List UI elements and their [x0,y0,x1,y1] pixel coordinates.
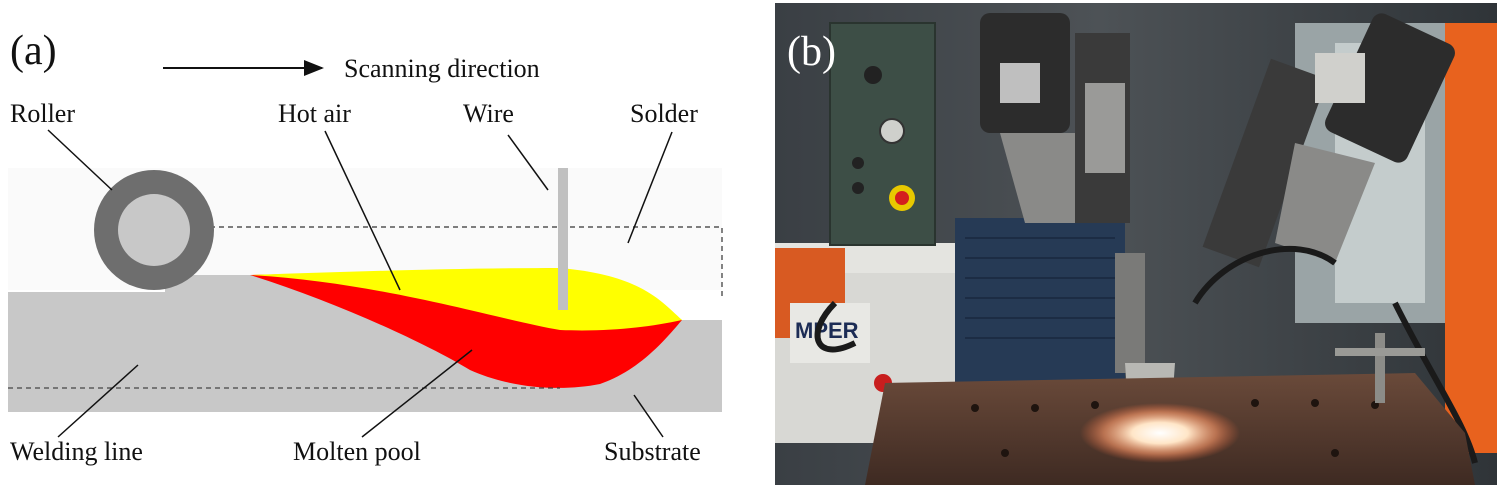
hot-air-shape [250,268,682,331]
control-panel [829,22,936,246]
welding-machine-photo: MPER (b) [775,3,1497,485]
photo-panel: MPER (b) [775,3,1497,485]
schematic-panel: (a) Scanning direction Roller Hot air Wi… [8,28,723,466]
roller-shape [94,170,214,290]
panel-b-label: (b) [787,29,836,75]
panel-a-label: (a) [10,28,57,74]
solder-label: Solder [630,99,698,128]
blue-enclosure [955,218,1125,393]
wire-label: Wire [463,99,514,128]
machine-brand-text: MPER [795,318,859,343]
hot-air-label: Hot air [278,99,351,128]
weld-arc-glow [1080,403,1240,463]
plate-holes [971,399,1379,457]
substrate-label: Substrate [604,437,701,466]
molten-pool-label: Molten pool [293,437,421,466]
cables [814,246,1478,464]
solder-outline [210,226,723,300]
roller-label: Roller [10,99,75,128]
wire-rod [558,168,568,310]
clamp [1335,333,1425,403]
leader-lines [47,129,673,438]
welding-line-label: Welding line [10,437,143,466]
schematic-diagram: (a) Scanning direction Roller Hot air Wi… [8,28,723,466]
scanning-direction-text: Scanning direction [344,54,540,83]
orange-column [1445,23,1497,453]
welding-torch-right [1202,13,1455,268]
